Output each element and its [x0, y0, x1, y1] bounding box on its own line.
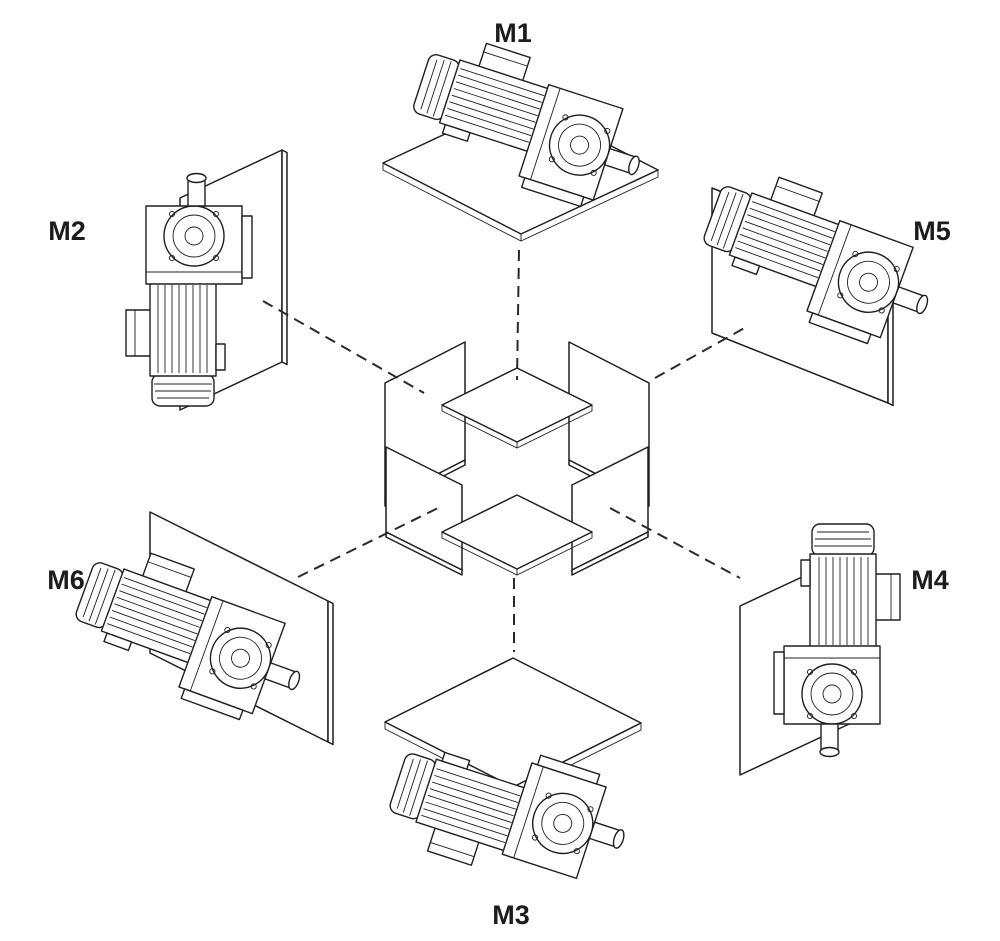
dashed-line-m4: [609, 507, 741, 579]
label-m5: M5: [913, 216, 951, 246]
label-m2: M2: [48, 216, 86, 246]
dashed-line-m6: [297, 507, 439, 578]
dashed-line-m1: [516, 249, 520, 381]
label-m4: M4: [911, 565, 949, 595]
cube-bottom-plate: [441, 494, 593, 576]
label-m6: M6: [47, 565, 85, 595]
cube-wall-front-left: [385, 446, 463, 576]
label-m1: M1: [494, 18, 532, 48]
cube-top-plate: [441, 367, 593, 449]
dashed-line-m5: [654, 325, 749, 379]
projection-lines: [262, 249, 749, 652]
label-m3: M3: [492, 900, 530, 930]
dashed-line-m2: [262, 300, 425, 394]
